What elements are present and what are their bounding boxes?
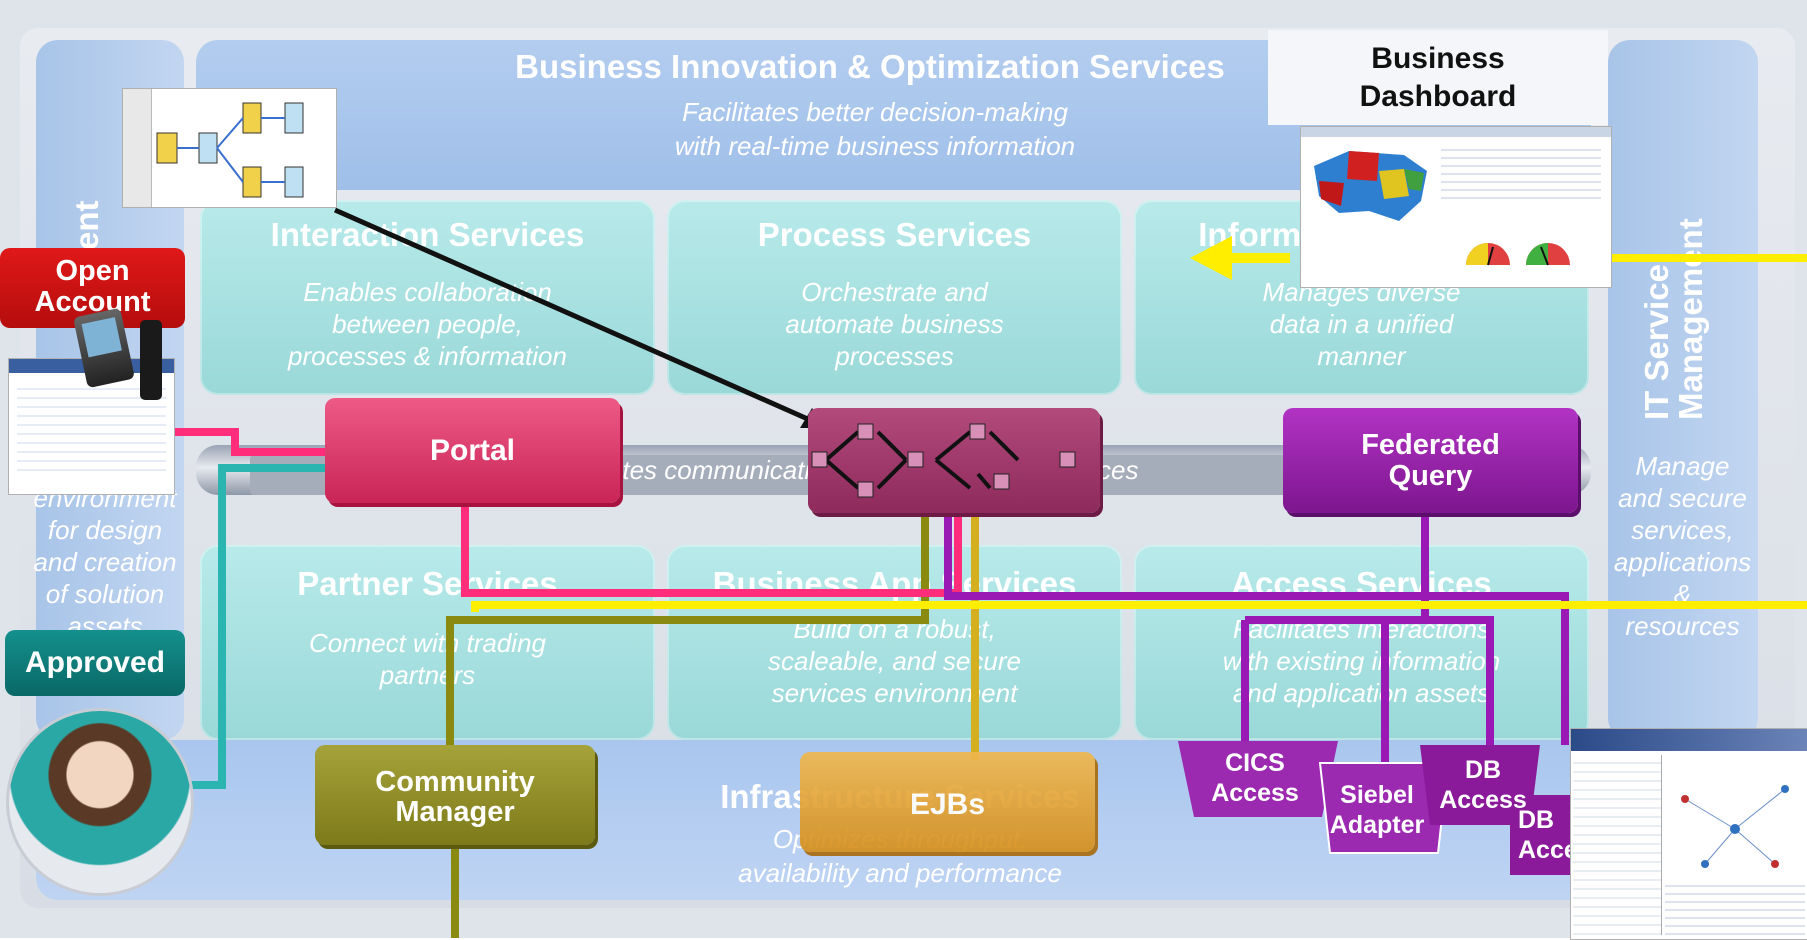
workflow-toolbar [123, 89, 152, 207]
pda-screen [81, 317, 122, 358]
desc-line: with real-time business information [674, 131, 1076, 161]
partner-services: Partner Services Connect with trading pa… [200, 545, 655, 740]
cics-access-label[interactable]: CICS Access [1211, 749, 1299, 807]
business-innovation-title: Business Innovation & Optimization Servi… [515, 48, 1225, 85]
desc-line: Facilitates better decision-making [682, 97, 1068, 127]
user-avatar [6, 708, 194, 896]
ejbs-box[interactable]: EJBs [800, 752, 1095, 852]
business-dashboard-label: Business Dashboard [1359, 42, 1517, 113]
service-desc: Orchestrate and automate business proces… [667, 276, 1122, 372]
desc-line: Orchestrate and [801, 277, 988, 307]
dashboard-table [1441, 143, 1601, 203]
workflow-diagram-icon [156, 102, 304, 198]
desc-line: data in a unified [1269, 309, 1454, 339]
desc-line: applications [1613, 547, 1752, 577]
portal-box[interactable]: Portal [325, 398, 620, 503]
sm-tree [1573, 755, 1662, 935]
federated-query-box[interactable]: Federated Query [1283, 408, 1578, 513]
olive-connector [446, 515, 929, 938]
desc-line: resources [1625, 611, 1740, 641]
yellow-connector [471, 254, 1807, 612]
desc-line: and secure [1618, 483, 1747, 513]
cics-access-shape [1178, 741, 1338, 817]
desc-line: processes & information [288, 341, 567, 371]
process-flow-icon [811, 423, 1076, 498]
desc-line: Enables collaboration [303, 277, 552, 307]
siebel-adapter-shape [1318, 762, 1450, 854]
it-service-management-column [1608, 40, 1758, 740]
service-desc: Connect with trading partners [200, 627, 655, 691]
desc-line: services, [1631, 515, 1734, 545]
sm-header [1571, 729, 1807, 751]
desc-line: for design [47, 515, 163, 545]
approved-callout[interactable]: Approved [5, 630, 185, 696]
topology-graph-icon [1681, 785, 1789, 868]
desc-line: manner [1317, 341, 1406, 371]
open-account-label: Open Account [34, 255, 151, 318]
federated-query-label: Federated Query [1361, 429, 1500, 492]
portal-label: Portal [429, 434, 516, 467]
access-services: Access Services Facilitates interactions… [1134, 545, 1589, 740]
sm-table [1665, 879, 1805, 935]
system-manager-screenshot [1570, 728, 1807, 940]
service-desc: Manages diverse data in a unified manner [1134, 276, 1589, 372]
desc-line: between people, [332, 309, 523, 339]
process-services: Process Services Orchestrate and automat… [667, 200, 1122, 395]
desc-line: and creation [33, 547, 177, 577]
desc-line: processes [835, 341, 954, 371]
desc-line: of solution [45, 579, 165, 609]
business-innovation-desc: Facilitates better decision-making with … [570, 95, 1180, 163]
it-service-management-desc: Manage and secure services, applications… [1600, 450, 1765, 642]
community-manager-box[interactable]: Community Manager [315, 745, 595, 845]
desc-line: partners [379, 660, 476, 690]
db-access-label[interactable]: DB Access [1439, 756, 1527, 814]
desc-line: and application assets [1232, 678, 1491, 708]
purple-connector [944, 505, 1569, 765]
desc-line: with existing information [1222, 646, 1501, 676]
desc-line: Connect with trading [308, 628, 547, 658]
desc-line: Manage [1635, 451, 1730, 481]
business-dashboard-label-box: Business Dashboard [1268, 30, 1608, 125]
service-title: Process Services [757, 216, 1032, 253]
yellow-arrow-head [1190, 236, 1232, 280]
business-dashboard-screenshot [1300, 126, 1612, 288]
ejbs-label: EJBs [909, 788, 986, 821]
pink-connector [170, 428, 962, 597]
service-desc: Enables collaboration between people, pr… [200, 276, 655, 372]
teal-connector [180, 464, 330, 789]
bus-text-right: ces [1098, 455, 1139, 485]
siebel-adapter-label[interactable]: Siebel Adapter [1329, 781, 1425, 839]
desc-line: automate business [785, 309, 1004, 339]
community-manager-label: Community Manager [375, 766, 535, 828]
gauge-icon [1466, 243, 1570, 266]
dashboard-toolbar [1301, 127, 1611, 137]
approved-label: Approved [24, 646, 165, 679]
workflow-diagram-thumbnail [122, 88, 337, 208]
service-title: Interaction Services [270, 216, 585, 253]
us-map-icon [1314, 151, 1427, 221]
black-arrow [333, 207, 812, 423]
access-adapters [1178, 741, 1590, 875]
desc-line: availability and performance [738, 858, 1062, 888]
interaction-services: Interaction Services Enables collaborati… [200, 200, 655, 395]
phone-icon [140, 320, 162, 400]
process-flow-box[interactable] [808, 408, 1100, 513]
db-access-2-label[interactable]: DB Access [1518, 806, 1570, 864]
